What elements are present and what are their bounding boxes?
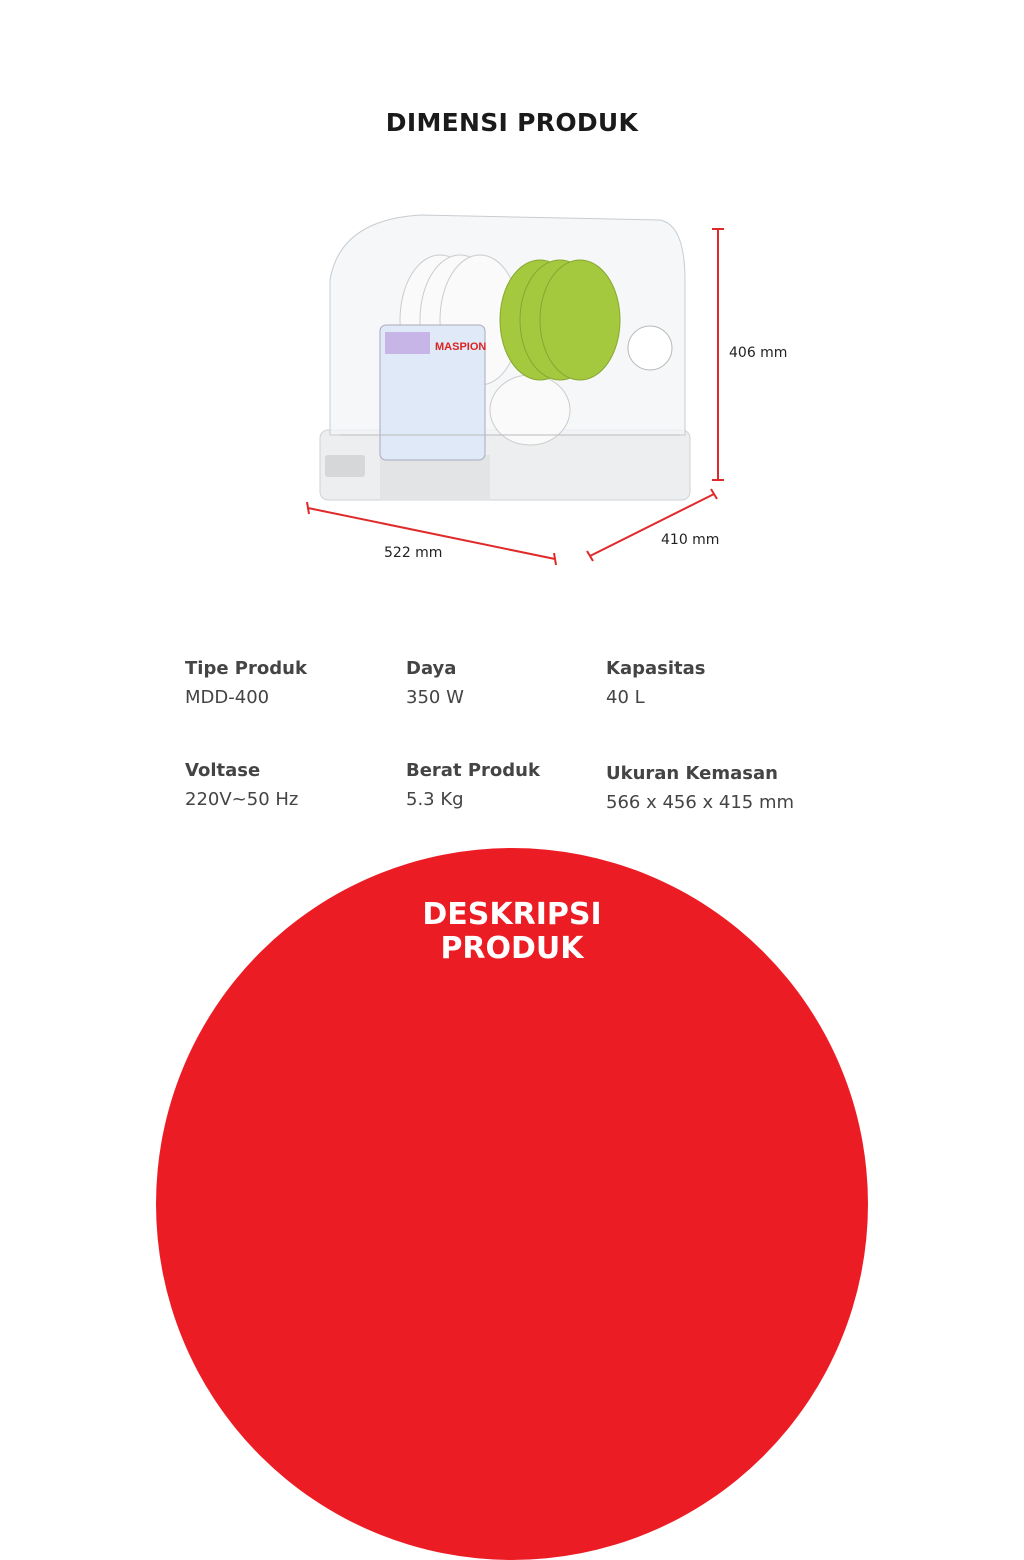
spec-value: 566 x 456 x 415 mm [606, 792, 795, 813]
spec-label: Berat Produk [406, 760, 540, 781]
svg-text:MASPION: MASPION [435, 341, 486, 353]
spec-value: MDD-400 [185, 687, 270, 708]
dimension-lines [306, 228, 724, 566]
spec-value: 40 L [606, 687, 645, 708]
spec-package-size: Ukuran Kemasan 566 x 456 x 415 mm [606, 763, 794, 813]
spec-capacity: Kapasitas 40 L [606, 658, 705, 708]
spec-label: Voltase [185, 760, 261, 781]
spec-type: Tipe Produk MDD-400 [185, 658, 307, 708]
section-heading-line2: PRODUK [440, 931, 584, 966]
spec-label: Kapasitas [606, 658, 706, 679]
spec-value: 220V~50 Hz [185, 789, 299, 810]
section-heading-line1: DESKRIPSI [422, 897, 602, 932]
depth-label: 410 mm [661, 532, 720, 548]
spec-label: Tipe Produk [185, 658, 307, 679]
dish-dryer-image: MASPION [319, 214, 691, 501]
height-label: 406 mm [729, 345, 788, 361]
spec-power: Daya 350 W [406, 658, 464, 708]
page-title: DIMENSI PRODUK [385, 108, 639, 137]
spec-value: 5.3 Kg [406, 789, 464, 810]
width-label: 522 mm [384, 545, 443, 561]
spec-label: Ukuran Kemasan [606, 763, 778, 784]
section-heading: DESKRIPSI PRODUK [0, 898, 1024, 966]
spec-voltage: Voltase 220V~50 Hz [185, 760, 298, 810]
spec-weight: Berat Produk 5.3 Kg [406, 760, 540, 810]
spec-label: Daya [406, 658, 457, 679]
spec-value: 350 W [406, 687, 464, 708]
